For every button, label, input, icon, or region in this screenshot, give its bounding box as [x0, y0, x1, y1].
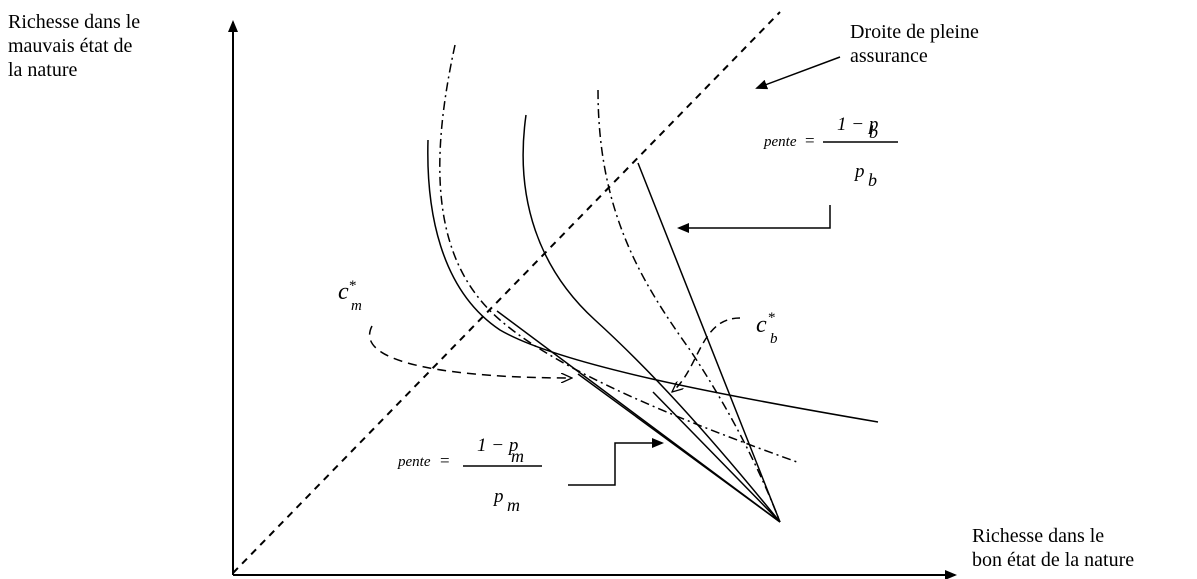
- slope-bad-formula: pente = 1 − p m p m: [397, 435, 542, 515]
- point-c-m-label: c * m: [338, 278, 362, 314]
- slope-good-numerator: 1 − p: [837, 114, 878, 135]
- slope-good-denominator-sub: b: [868, 170, 877, 190]
- c-b-base: c: [756, 312, 767, 338]
- budget-line-separating: [652, 391, 781, 523]
- full-insurance-label: Droite de pleine assurance: [850, 21, 979, 67]
- slope-good-pointer: [677, 205, 831, 233]
- slope-bad-word: pente: [397, 454, 431, 470]
- indifference-curve-bad-type-dashdot: [439, 44, 798, 463]
- slope-bad-numerator-sub: m: [511, 446, 524, 466]
- point-c-b-label: c * b: [756, 310, 778, 347]
- slope-bad-denominator: p: [492, 486, 504, 507]
- slope-good-formula: pente = 1 − p b p b: [763, 114, 898, 190]
- slope-good-numerator-sub: b: [869, 122, 878, 142]
- c-m-sub: m: [351, 298, 362, 314]
- slope-bad-denominator-sub: m: [507, 495, 520, 515]
- indifference-curve-good-type: [522, 114, 781, 523]
- full-insurance-line: [232, 11, 781, 574]
- slope-good-word: pente: [763, 134, 797, 150]
- c-b-sup: *: [768, 310, 776, 326]
- indifference-curve-good-type-dashdot: [597, 89, 781, 523]
- slope-bad-pointer: [568, 438, 664, 486]
- x-axis-label: Richesse dans le bon état de la nature: [972, 525, 1135, 571]
- slope-bad-numerator: 1 − p: [477, 435, 518, 456]
- y-axis-label: Richesse dans le mauvais état de la natu…: [8, 11, 141, 81]
- budget-line-pooling: [577, 373, 781, 523]
- c-b-pointer: [672, 317, 741, 392]
- budget-line-good-type: [637, 162, 781, 523]
- c-m-sup: *: [349, 278, 357, 294]
- full-insurance-arrow: [755, 56, 841, 90]
- slope-good-denominator: p: [853, 161, 865, 182]
- c-b-sub: b: [770, 331, 778, 347]
- indifference-curve-bad-type: [427, 139, 879, 423]
- c-m-base: c: [338, 279, 349, 305]
- c-m-pointer: [369, 325, 572, 378]
- slope-bad-equals: =: [440, 451, 450, 470]
- slope-good-equals: =: [805, 131, 815, 150]
